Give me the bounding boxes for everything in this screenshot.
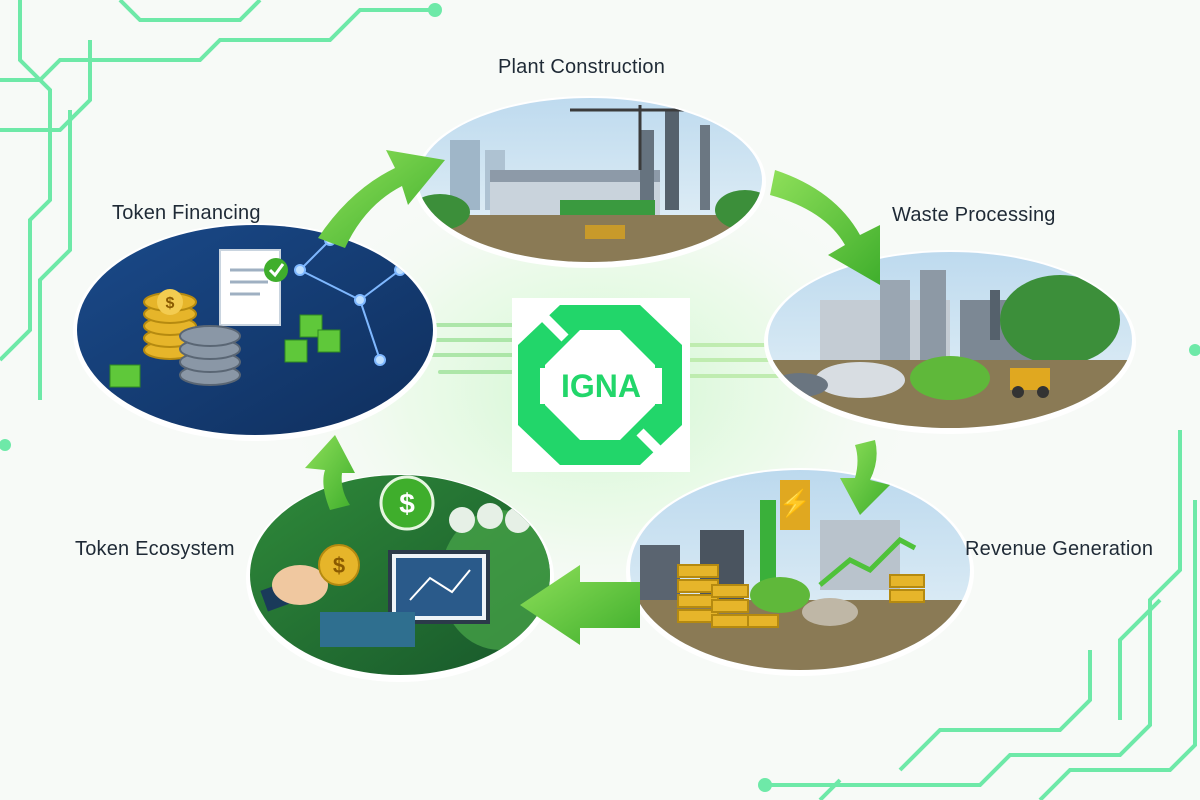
gold-coin-symbol: $ [333, 553, 345, 578]
gold-coin-icon [318, 544, 360, 586]
arrow-construction-to-waste [770, 170, 880, 285]
coin-stack-top-icon [157, 289, 183, 315]
arrow-ecosystem-to-financing [305, 435, 355, 510]
circuit-node [1189, 344, 1200, 356]
stage-label-token-financing: Token Financing [112, 202, 261, 224]
circuit-top-left [0, 0, 430, 400]
token-financing-illustration: $ [73, 223, 437, 441]
arrow-waste-to-revenue [840, 440, 890, 515]
coin-symbol: $ [166, 295, 175, 312]
logo-text: IGNA [561, 368, 641, 404]
circuit-node [428, 3, 442, 17]
circuit-bottom-right [770, 430, 1197, 800]
svg-text:⚡: ⚡ [779, 488, 811, 519]
arrow-financing-to-construction [318, 150, 445, 248]
stage-label-waste-processing: Waste Processing [892, 204, 1056, 226]
dollar-coin-symbol: $ [399, 488, 415, 519]
waste-processing-illustration [764, 250, 1136, 434]
circuit-node [758, 778, 772, 792]
arrow-revenue-to-ecosystem [520, 565, 640, 645]
igna-logo: IGNA [512, 298, 690, 472]
dollar-coin-icon [379, 475, 435, 531]
revenue-generation-illustration: ⚡ [626, 468, 974, 676]
circuit-node [0, 439, 11, 451]
token-ecosystem-illustration: $ $ [246, 474, 554, 682]
stage-label-plant-construction: Plant Construction [498, 56, 666, 78]
stage-label-revenue-generation: Revenue Generation [965, 538, 1154, 560]
stage-label-token-ecosystem: Token Ecosystem [75, 538, 235, 560]
